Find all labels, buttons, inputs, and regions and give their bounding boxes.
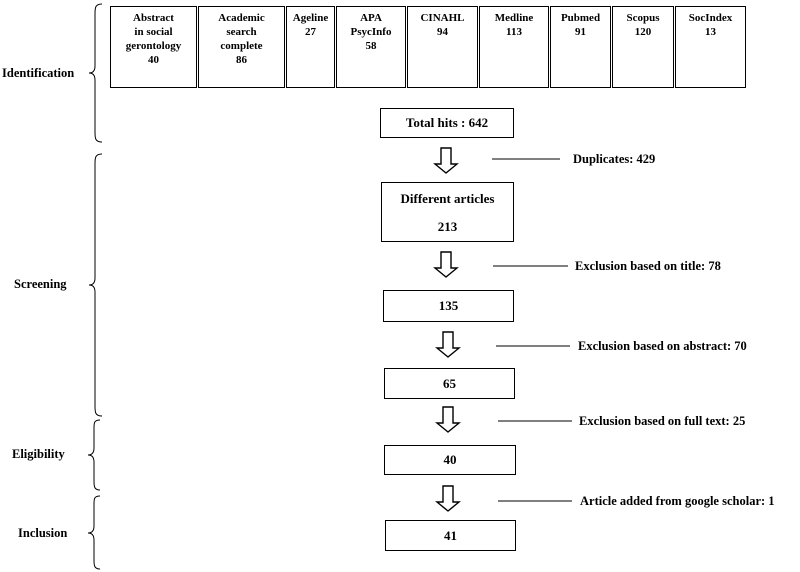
added-article-note: Article added from google scholar: 1 (580, 494, 775, 508)
database-count: 91 (575, 26, 586, 38)
inclusion-bracket (87, 495, 101, 570)
database-count: 113 (506, 26, 522, 38)
exclusion-title-note: Exclusion based on title: 78 (575, 259, 721, 273)
database-box: Abstract in social gerontology 40 (110, 6, 197, 88)
database-count: 58 (365, 40, 377, 52)
exclusion-abstract-note: Exclusion based on abstract: 70 (578, 339, 747, 353)
different-articles-label: Different articles (400, 191, 495, 206)
identification-bracket (88, 3, 103, 143)
down-arrow-icon (433, 147, 459, 174)
down-arrow-icon (433, 251, 459, 278)
database-name-line: SocIndex (688, 12, 733, 24)
after-abstract-count: 65 (443, 375, 456, 391)
database-name-line: gerontology (125, 40, 182, 52)
database-box: Scopus 120 (612, 6, 674, 88)
screening-bracket (88, 153, 103, 417)
database-box: Ageline 27 (286, 6, 335, 88)
phase-inclusion: Inclusion (18, 526, 68, 540)
database-name-line: search (226, 26, 257, 38)
database-count: 40 (148, 54, 159, 66)
down-arrow-icon (435, 331, 461, 358)
database-box: APA PsycInfo 58 (336, 6, 406, 88)
eligibility-bracket (87, 419, 101, 491)
database-name-line: Academic (218, 12, 265, 24)
total-hits-label: Total hits : 642 (405, 115, 489, 130)
database-box: Academic search complete 86 (198, 6, 285, 88)
database-count: 86 (236, 54, 247, 66)
database-name-line: Ageline (292, 12, 329, 24)
after-full-text-box: 40 (384, 445, 516, 475)
database-box: Medline 113 (479, 6, 549, 88)
after-abstract-box: 65 (384, 368, 515, 399)
database-count: 120 (634, 26, 652, 38)
phase-screening: Screening (14, 277, 67, 291)
database-name-line: Abstract (133, 12, 174, 24)
down-arrow-icon (435, 485, 461, 512)
down-arrow-icon (435, 406, 461, 433)
duplicates-note: Duplicates: 429 (573, 152, 656, 166)
phase-identification: Identification (2, 66, 75, 80)
after-title-box: 135 (383, 290, 514, 322)
phase-eligibility: Eligibility (12, 447, 65, 461)
database-box: Pubmed 91 (550, 6, 611, 88)
database-name-line: CINAHL (420, 12, 465, 24)
database-count: 27 (305, 26, 316, 38)
final-included-box: 41 (385, 520, 516, 551)
final-included-count: 41 (444, 527, 457, 543)
database-count: 13 (705, 26, 716, 38)
after-full-text-count: 40 (443, 452, 457, 467)
database-name-line: APA (360, 12, 382, 24)
different-articles-count: 213 (437, 219, 458, 234)
total-hits-box: Total hits : 642 (380, 108, 514, 138)
database-count: 94 (437, 26, 448, 38)
database-name-line: PsycInfo (350, 26, 392, 38)
different-articles-box: Different articles 213 (381, 182, 514, 242)
database-name-line: complete (220, 40, 263, 52)
after-title-count: 135 (438, 298, 459, 313)
database-name-line: in social (134, 26, 173, 38)
database-name-line: Scopus (626, 12, 660, 24)
database-box: SocIndex 13 (675, 6, 746, 88)
database-name-line: Pubmed (560, 12, 601, 24)
database-name-line: Medline (494, 12, 534, 24)
exclusion-full-text-note: Exclusion based on full text: 25 (579, 414, 746, 428)
database-box: CINAHL 94 (407, 6, 478, 88)
